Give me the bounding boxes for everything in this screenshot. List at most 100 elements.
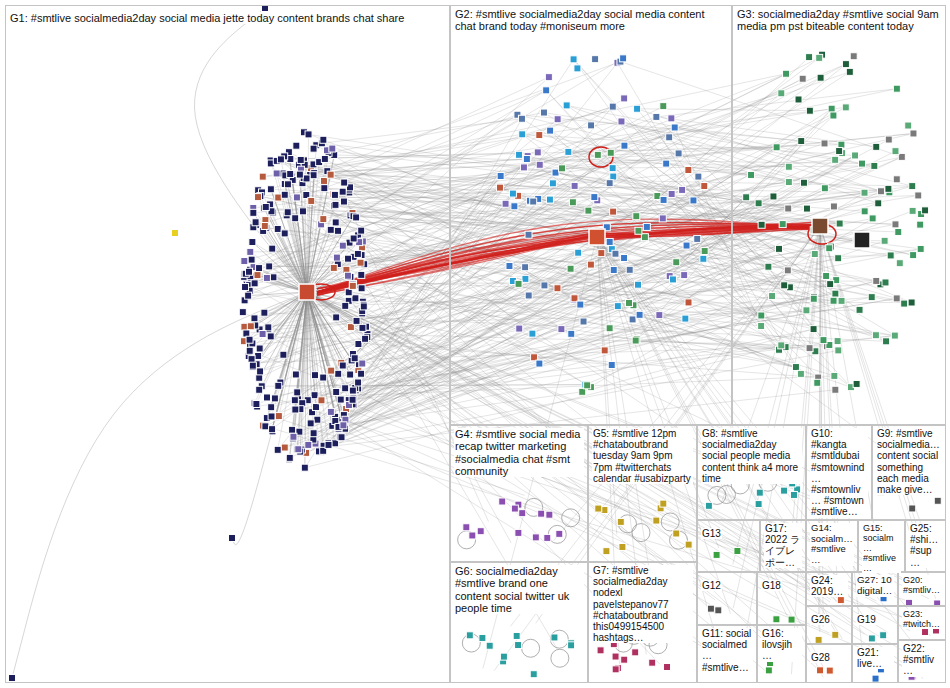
vertex [519,510,526,517]
vertex [536,132,543,139]
vertex [588,122,595,129]
vertex [795,96,802,103]
vertex [344,272,351,279]
edge-line [307,292,715,656]
edge-line [682,190,809,348]
group-box: G15: socialm… #smtlive… [858,520,905,572]
vertex [773,144,780,151]
vertex [908,299,915,306]
edge-line [819,226,820,628]
edge-line [307,292,319,451]
self-loop [632,524,650,542]
vertex [310,430,317,437]
vertex [901,300,908,307]
edge-line [633,116,833,306]
vertex [340,198,347,205]
vertex [318,397,325,404]
edge-line [329,113,544,153]
vertex [355,379,362,386]
vertex [681,272,688,279]
vertex [875,200,882,207]
vertex [607,149,614,156]
vertex [347,371,354,378]
edge-line [526,159,815,351]
vertex [673,259,680,266]
edge-curve [232,292,307,545]
vertex [817,667,824,674]
vertex [335,227,342,234]
vertex [846,68,853,75]
vertex [299,208,306,215]
group-box: G8: #smtlive socialmedia2day social peop… [697,425,806,520]
vertex [653,113,660,120]
group-label: G28 [810,652,831,663]
group-label: G17: 2022 ライブレポー… [764,523,802,568]
vertex [259,173,266,180]
edge-line [289,292,307,459]
vertex [905,122,912,129]
edge-line [361,275,511,543]
vertex [799,75,806,82]
vertex [690,197,697,204]
vertex [666,134,673,141]
edge-line [362,247,923,678]
edge-line [307,292,332,426]
group-box: G11: social socialmed… #smtlive… [697,625,757,683]
vertex [842,104,849,111]
vertex [653,517,660,524]
edge-line [656,89,896,117]
vertex [262,423,269,430]
vertex [620,55,627,62]
vertex [321,177,328,184]
group-box: G28 [806,644,852,683]
vertex [345,255,352,262]
vertex [685,541,692,548]
vertex [858,160,865,167]
strong-edge [317,240,592,293]
vertex [522,264,529,271]
group-label: G14: socialm… #smtlive… [810,523,854,566]
vertex [612,666,619,673]
vertex [359,360,366,367]
vertex [610,173,617,180]
vertex [523,156,530,163]
vertex [814,379,821,386]
vertex [806,54,813,61]
vertex [320,136,327,143]
vertex [606,325,613,332]
edge-line [314,175,647,227]
vertex [301,464,308,471]
vertex [909,505,916,512]
vertex [570,56,577,63]
vertex [513,632,520,639]
vertex [511,505,518,512]
vertex [516,151,523,158]
vertex [310,172,317,179]
group-label: G20: #smtliv… [902,575,942,595]
group-label: G12 [701,580,722,591]
vertex [707,605,714,612]
vertex [785,179,792,186]
vertex [877,188,884,195]
edge-line [311,72,850,424]
vertex [621,255,628,262]
vertex [701,248,708,255]
vertex [281,230,288,237]
vertex [551,634,558,641]
vertex [834,338,841,345]
edge-line [307,292,932,592]
vertex [9,675,16,682]
vertex [909,207,916,214]
edge-line [314,74,786,173]
vertex [245,292,252,299]
vertex [838,297,845,304]
group-label: G2: #smtlive socialmedia2day social medi… [454,8,728,33]
vertex [694,235,701,242]
vertex [545,74,552,81]
vertex [267,333,274,340]
vertex [713,551,720,558]
group-box: G9: #smtlive socialmedia… content social… [872,425,946,520]
vertex [342,302,349,309]
vertex [532,534,539,541]
vertex [873,277,880,284]
